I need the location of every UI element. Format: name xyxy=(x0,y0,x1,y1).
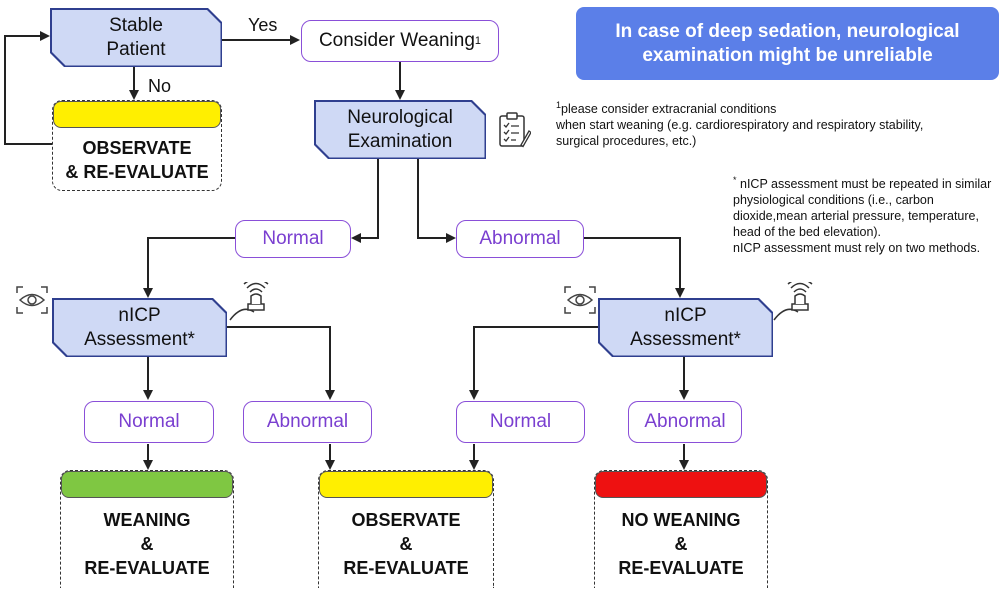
stable-patient-node: Stable Patient xyxy=(52,10,221,66)
footnote-1: 1please consider extracranial conditions… xyxy=(556,97,936,149)
edge-abnormal-nicp xyxy=(584,237,685,298)
left-abnormal-node: Abnormal xyxy=(243,401,372,443)
outcome-weaning-text: WEANING & RE-EVALUATE xyxy=(84,510,210,578)
outcome-observate-bar xyxy=(319,471,493,498)
left-normal-node: Normal xyxy=(84,401,214,443)
edge-rnicp-normal xyxy=(469,326,598,400)
edge-neuro-abnormal xyxy=(417,158,456,243)
consider-weaning-footnote-mark: 1 xyxy=(474,35,482,47)
edge-normal-nicp xyxy=(143,237,235,298)
eye-scan-icon xyxy=(562,284,598,316)
consider-weaning-label: Consider Weaning xyxy=(318,30,475,51)
ultrasound-probe-icon xyxy=(228,282,274,322)
footnote-1-text: please consider extracranial conditions … xyxy=(556,102,924,149)
right-abnormal-node: Abnormal xyxy=(628,401,742,443)
no-label: No xyxy=(148,76,172,96)
footnote-1-mark: 1 xyxy=(556,100,562,110)
footnote-star: * nICP assessment must be repeated in si… xyxy=(733,172,999,256)
outcome-observate-top-text: OBSERVATE & RE-EVALUATE xyxy=(65,138,209,182)
yes-label: Yes xyxy=(248,15,278,35)
footnote-star-text: nICP assessment must be repeated in simi… xyxy=(733,177,992,256)
clipboard-icon xyxy=(496,110,532,150)
outcome-observate-text: OBSERVATE & RE-EVALUATE xyxy=(343,510,469,578)
neuro-exam-node: Neurological Examination xyxy=(316,102,485,158)
exam-normal-node: Normal xyxy=(235,220,351,258)
footnote-star-mark: * xyxy=(733,175,737,185)
edge-lnicp-abnormal xyxy=(226,326,335,400)
outcome-weaning-bar xyxy=(61,471,233,498)
nicp-assessment-right-node: nICP Assessment* xyxy=(600,300,772,356)
eye-scan-icon xyxy=(14,284,50,316)
ultrasound-probe-icon xyxy=(772,282,818,322)
outcome-no-weaning-text: NO WEANING & RE-EVALUATE xyxy=(618,510,744,578)
edge-neuro-normal xyxy=(351,158,379,243)
sedation-warning-banner: In case of deep sedation, neurological e… xyxy=(576,7,999,80)
exam-abnormal-node: Abnormal xyxy=(456,220,584,258)
nicp-assessment-left-node: nICP Assessment* xyxy=(54,300,226,356)
outcome-no-weaning-bar xyxy=(595,471,767,498)
right-normal-node: Normal xyxy=(456,401,585,443)
edge-loop xyxy=(4,31,52,145)
outcome-observate-top-bar xyxy=(53,101,221,128)
